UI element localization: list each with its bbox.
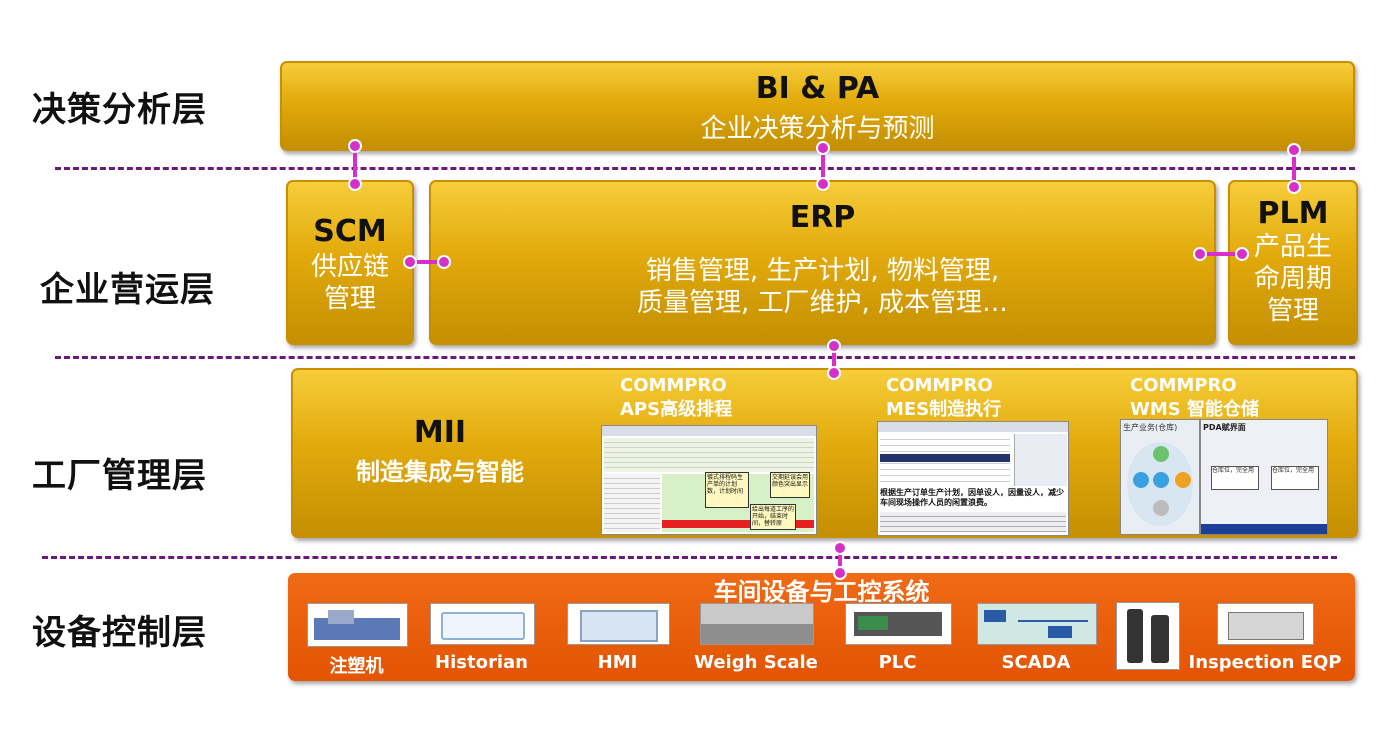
wms-msg-2: 仓库位，完全用 bbox=[1271, 466, 1319, 490]
product-wms-title: COMMPRO WMS 智能仓储 bbox=[1130, 374, 1259, 422]
historian-image bbox=[430, 603, 535, 645]
device-label-historian: Historian bbox=[435, 652, 528, 673]
mes-caption: 根据生产订单生产计划，因单设人，因量设人，减少车间现场操作人员的闲置浪费。 bbox=[880, 488, 1066, 510]
device-label-weigh-scale: Weigh Scale bbox=[694, 652, 818, 673]
plm-line3: 管理 bbox=[1266, 296, 1319, 326]
connector-dot bbox=[1235, 247, 1249, 261]
product-aps-brand: COMMPRO bbox=[620, 375, 727, 396]
product-mes-name: MES制造执行 bbox=[886, 399, 1002, 420]
plm-line1: 产品生 bbox=[1253, 232, 1332, 262]
erp-title: ERP bbox=[789, 200, 856, 235]
bi-box: BI & PA 企业决策分析与预测 bbox=[280, 61, 1355, 151]
product-aps-name: APS高级排程 bbox=[620, 399, 733, 420]
scm-title: SCM bbox=[313, 214, 387, 249]
connector-scm-erp bbox=[410, 260, 444, 264]
connector-dot bbox=[1193, 247, 1207, 261]
device-label-injection-machine: 注塑机 bbox=[329, 656, 384, 677]
separator-3 bbox=[42, 556, 1337, 559]
connector-dot bbox=[816, 141, 830, 155]
device-label-inspection-eqp: Inspection EQP bbox=[1188, 652, 1342, 673]
wms-panel-title: 生产业务(仓库) bbox=[1123, 423, 1178, 432]
connector-dot bbox=[403, 255, 417, 269]
mii-subtitle: 制造集成与智能 bbox=[356, 458, 524, 486]
connector-dot bbox=[437, 255, 451, 269]
mii-block: MII 制造集成与智能 bbox=[320, 415, 560, 487]
connector-dot bbox=[348, 139, 362, 153]
aps-callout-2: 交期延误会用颜色突出显示 bbox=[770, 472, 810, 498]
equipment-title: 车间设备与工控系统 bbox=[713, 578, 930, 606]
connector-bi-plm bbox=[1292, 148, 1296, 186]
device-label-scada: SCADA bbox=[1001, 652, 1071, 673]
connector-dot bbox=[1287, 180, 1301, 194]
product-mes-title: COMMPRO MES制造执行 bbox=[886, 374, 1001, 422]
layer-label-factory: 工厂管理层 bbox=[32, 456, 207, 496]
weigh-scale-image bbox=[700, 603, 814, 645]
mes-screenshot: 根据生产订单生产计划，因单设人，因量设人，减少车间现场操作人员的闲置浪费。 bbox=[877, 421, 1069, 536]
layer-label-decision: 决策分析层 bbox=[32, 90, 207, 130]
product-aps-title: COMMPRO APS高级排程 bbox=[620, 374, 732, 422]
connector-dot bbox=[827, 366, 841, 380]
product-mes-brand: COMMPRO bbox=[886, 375, 993, 396]
erp-box: ERP 销售管理, 生产计划, 物料管理, 质量管理, 工厂维护, 成本管理… bbox=[429, 180, 1216, 345]
layer-label-operation: 企业营运层 bbox=[40, 270, 215, 310]
plc-image bbox=[845, 603, 952, 645]
scm-line1: 供应链 bbox=[310, 252, 389, 282]
bi-title: BI & PA bbox=[755, 71, 880, 106]
aps-screenshot: 镀式排程码生产单的计划数，计划时间 交期延误会用颜色突出显示 给出每道工序的开始… bbox=[601, 425, 817, 535]
erp-line1: 销售管理, 生产计划, 物料管理, bbox=[645, 256, 1000, 286]
hmi-image bbox=[567, 603, 670, 645]
scm-line2: 管理 bbox=[323, 284, 376, 314]
inspection-eqp-image bbox=[1217, 603, 1314, 645]
handheld-scanner-image bbox=[1116, 602, 1180, 670]
connector-dot bbox=[827, 339, 841, 353]
layer-label-equipment: 设备控制层 bbox=[32, 613, 207, 653]
device-label-plc: PLC bbox=[878, 652, 917, 673]
plm-line2: 命周期 bbox=[1253, 264, 1332, 294]
separator-2 bbox=[55, 356, 1355, 359]
connector-dot bbox=[833, 541, 847, 555]
device-label-hmi: HMI bbox=[597, 652, 638, 673]
connector-erp-plm bbox=[1200, 252, 1242, 256]
plm-box: PLM 产品生 命周期 管理 bbox=[1228, 180, 1358, 345]
connector-erp-factory bbox=[832, 343, 836, 373]
plm-title: PLM bbox=[1257, 196, 1329, 231]
connector-bi-scm bbox=[353, 145, 357, 183]
connector-dot bbox=[1287, 143, 1301, 157]
connector-bi-erp bbox=[821, 145, 825, 185]
scada-image bbox=[977, 603, 1097, 645]
wms-msg-1: 仓库位，完全用 bbox=[1211, 466, 1259, 490]
product-wms-brand: COMMPRO bbox=[1130, 375, 1237, 396]
injection-machine-image bbox=[307, 603, 408, 647]
bi-subtitle: 企业决策分析与预测 bbox=[700, 114, 935, 144]
aps-callout-1: 镀式排程码生产单的计划数，计划时间 bbox=[705, 472, 749, 508]
connector-dot bbox=[816, 177, 830, 191]
separator-1 bbox=[55, 167, 1355, 170]
aps-callout-3: 给出每道工序的开始，结束时间，替转原 bbox=[750, 504, 796, 530]
wms-panel-screenshot: 生产业务(仓库) bbox=[1120, 419, 1200, 535]
connector-dot bbox=[348, 177, 362, 191]
connector-dot bbox=[833, 566, 847, 580]
wms-pda-screenshot: PDA赋界面 仓库位，完全用 仓库位，完全用 bbox=[1200, 419, 1328, 535]
mii-title: MII bbox=[413, 415, 467, 450]
connector-factory-equipment bbox=[838, 545, 842, 575]
scm-box: SCM 供应链 管理 bbox=[286, 180, 414, 345]
wms-pda-title: PDA赋界面 bbox=[1203, 423, 1246, 432]
product-wms-name: WMS 智能仓储 bbox=[1130, 399, 1259, 420]
erp-line2: 质量管理, 工厂维护, 成本管理… bbox=[636, 288, 1009, 318]
